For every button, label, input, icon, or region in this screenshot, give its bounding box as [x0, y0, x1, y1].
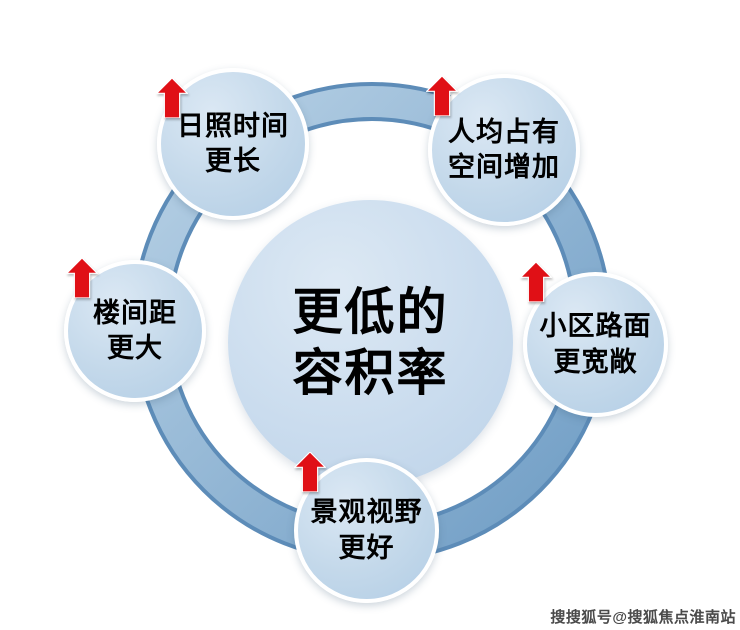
node-per-capita-line1: 人均占有: [448, 116, 560, 147]
node-view-line2: 更好: [338, 532, 395, 563]
center-text-line1: 更低的: [292, 283, 449, 340]
center-text-line2: 容积率: [292, 344, 449, 401]
node-sunshine-line1: 日照时间: [177, 110, 289, 141]
node-spacing-line2: 更大: [107, 333, 163, 363]
node-per-capita-circle: 人均占有 空间增加: [428, 74, 580, 226]
up-arrow-icon: [156, 78, 188, 118]
up-arrow-icon: [66, 258, 98, 298]
node-sunshine-line2: 更长: [205, 146, 261, 176]
up-arrow-icon: [426, 76, 458, 116]
center-circle: 更低的 容积率: [228, 200, 513, 485]
node-view-line1: 景观视野: [310, 497, 423, 528]
up-arrow-icon: [520, 262, 552, 302]
node-road-line1: 小区路面: [539, 311, 652, 342]
node-per-capita-line2: 空间增加: [448, 152, 560, 182]
node-road-line2: 更宽敞: [553, 346, 638, 377]
up-arrow-icon: [294, 452, 326, 492]
node-spacing-line1: 楼间距: [93, 297, 177, 328]
watermark-text: 搜搜狐号@搜狐焦点淮南站: [550, 609, 736, 626]
node-road-circle: 小区路面 更宽敞: [523, 272, 668, 417]
